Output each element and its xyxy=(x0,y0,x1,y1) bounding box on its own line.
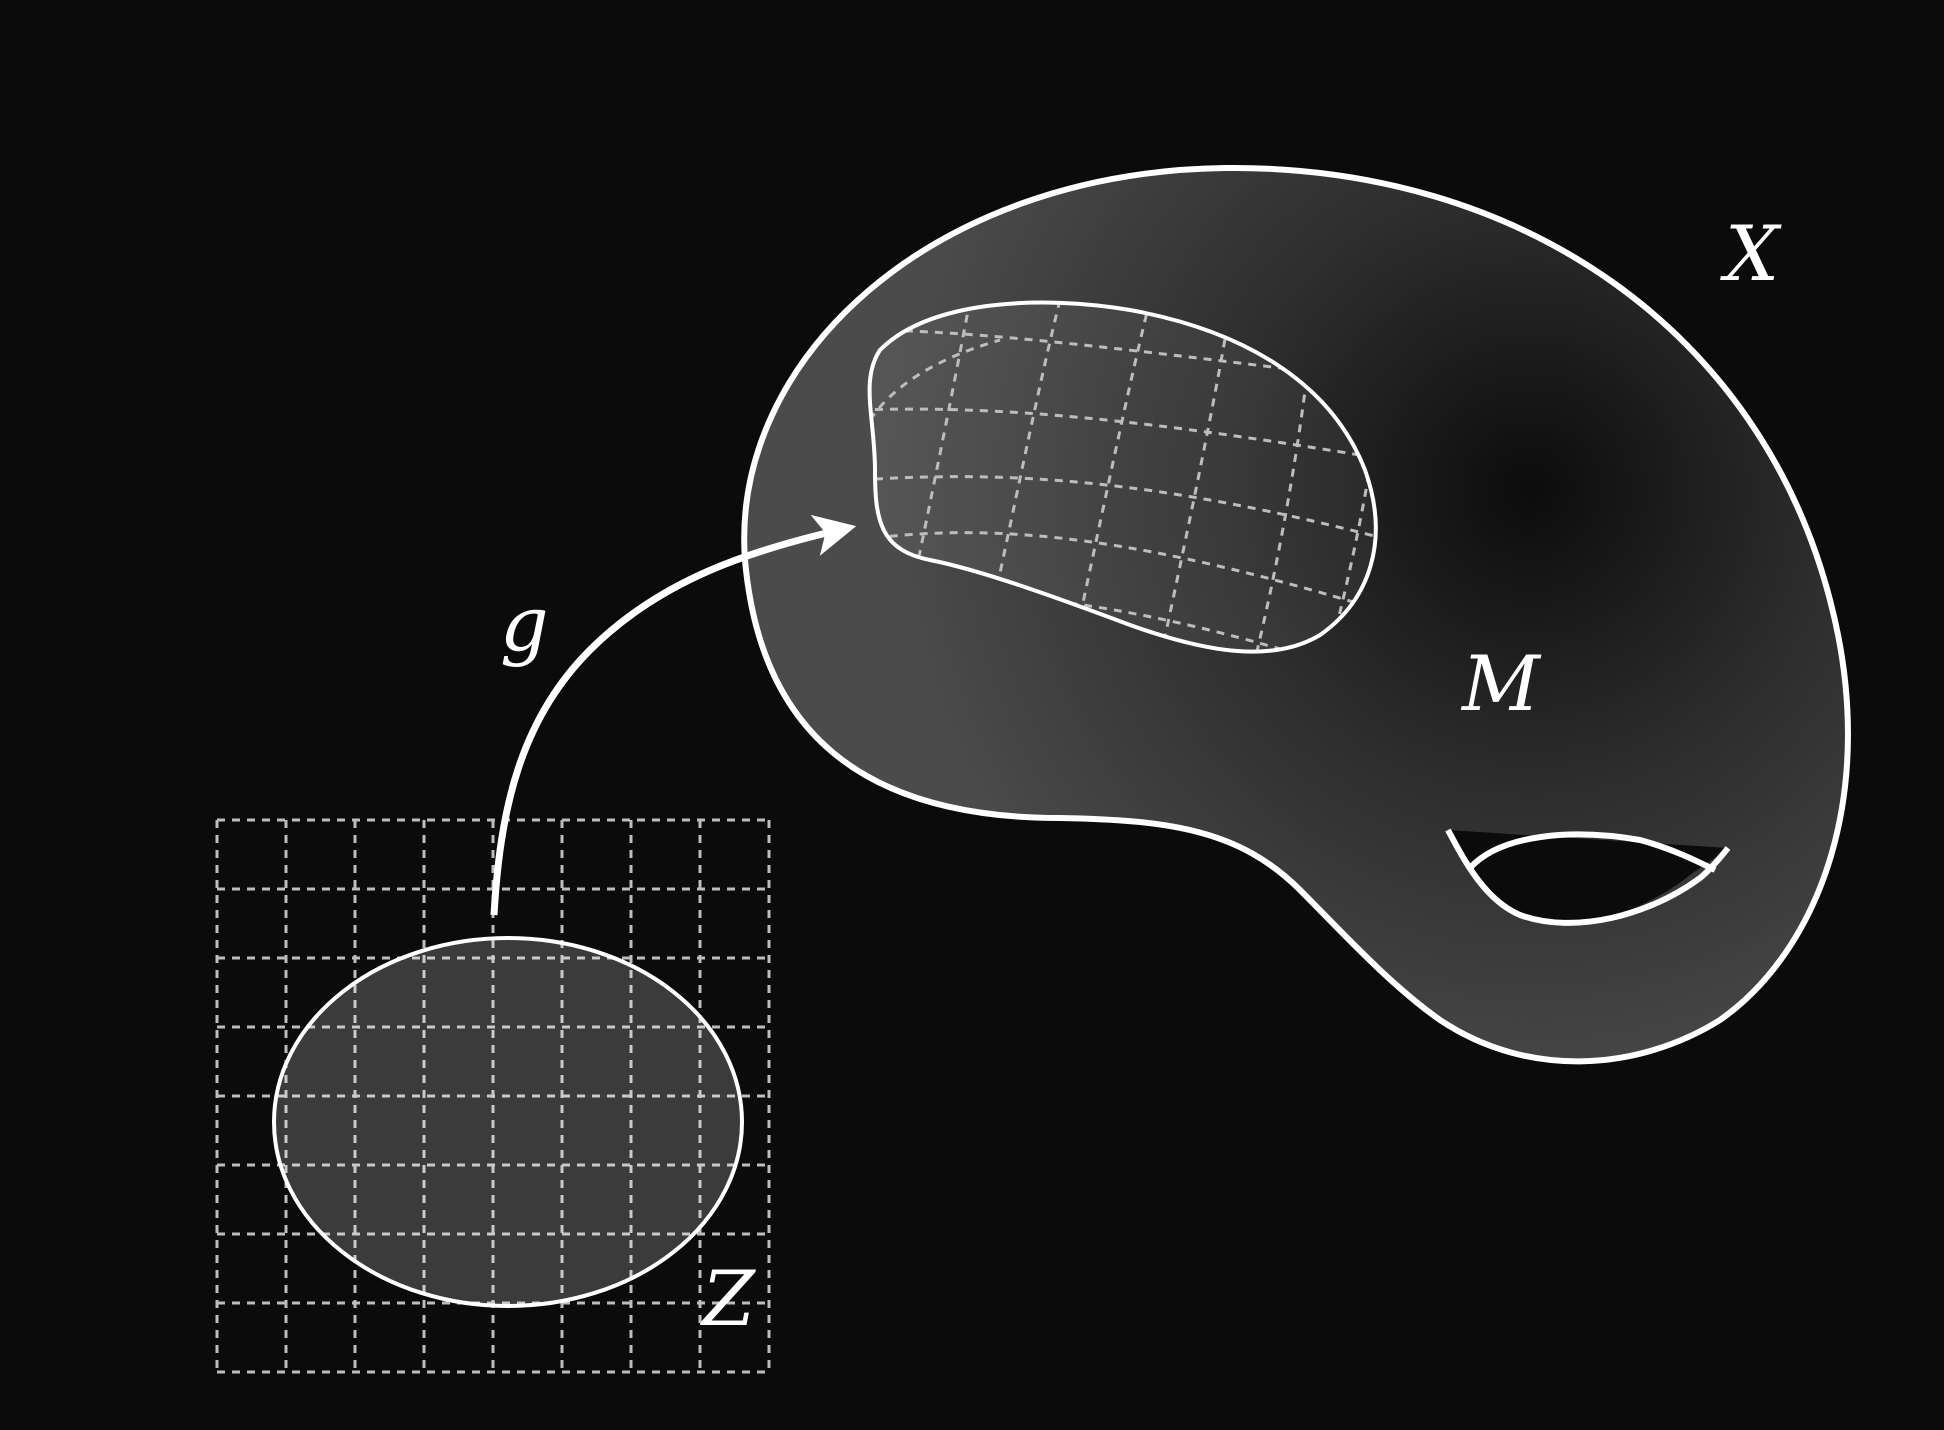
mapped-patch-fill xyxy=(869,302,1376,652)
label-g: g xyxy=(500,579,549,668)
label-z: Z xyxy=(700,1254,756,1343)
manifold-hole xyxy=(1445,828,1731,926)
latent-region-ellipse xyxy=(272,936,744,1308)
manifold-x-shape xyxy=(741,164,1851,1065)
label-x: X xyxy=(1720,209,1782,298)
label-m: M xyxy=(1460,639,1542,728)
mapped-patch-outline xyxy=(867,300,1378,654)
mapping-arrow xyxy=(490,514,857,916)
